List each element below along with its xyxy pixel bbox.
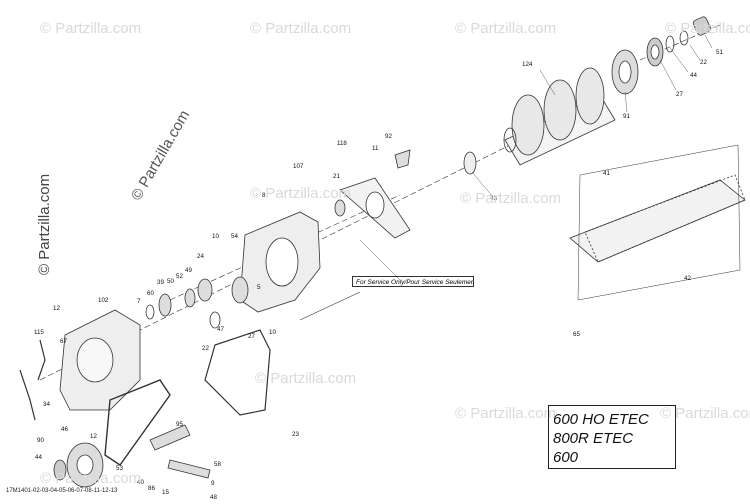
callout-21: 21: [333, 173, 340, 180]
drive-shaft: [503, 67, 616, 166]
callout-22b: 22: [202, 345, 209, 352]
callout-22: 22: [700, 59, 707, 66]
callout-95: 95: [176, 421, 183, 428]
callout-7: 7: [137, 298, 141, 305]
callout-52: 52: [176, 273, 183, 280]
callout-10: 10: [212, 233, 219, 240]
watermark: © Partzilla.com: [255, 370, 357, 387]
callout-27b: 27: [248, 333, 255, 340]
callout-118: 118: [337, 140, 347, 147]
callout-12: 12: [53, 305, 60, 312]
callout-24: 24: [197, 253, 204, 260]
callout-54: 54: [231, 233, 238, 240]
callout-9: 9: [211, 480, 215, 487]
callout-44b: 44: [35, 454, 42, 461]
watermark: © Partzilla.com: [665, 20, 750, 37]
callout-124: 124: [522, 61, 533, 68]
callout-86: 86: [148, 485, 155, 492]
callout-47: 47: [217, 326, 224, 333]
callout-10b: 10: [269, 329, 276, 336]
callout-53: 53: [116, 465, 123, 472]
callout-48: 48: [210, 494, 217, 501]
callout-90: 90: [37, 437, 44, 444]
outer-cover: [59, 309, 141, 411]
callout-44: 44: [690, 72, 697, 79]
callout-23: 23: [292, 431, 299, 438]
callout-34: 34: [43, 401, 50, 408]
callout-65: 65: [573, 331, 580, 338]
callout-107: 107: [293, 163, 304, 170]
callout-102: 102: [98, 297, 109, 304]
watermark: © Partzilla.com: [250, 185, 352, 202]
callout-43: 43: [490, 195, 497, 202]
track-panel: [569, 144, 746, 301]
callout-39: 39: [157, 279, 164, 286]
service-note: For Service Only/Pour Service Seulement: [352, 276, 474, 287]
watermark: © Partzilla.com: [660, 405, 750, 422]
watermark: © Partzilla.com: [460, 190, 562, 207]
callout-27: 27: [676, 91, 683, 98]
callout-50: 50: [167, 278, 174, 285]
callout-58: 58: [214, 461, 221, 468]
callout-41: 41: [603, 170, 610, 177]
chaincase-housing: [239, 211, 321, 313]
watermark-main: © Partzilla.com: [36, 173, 53, 275]
callout-8: 8: [262, 192, 266, 199]
callout-40: 40: [137, 479, 144, 486]
callout-92: 92: [385, 133, 392, 140]
gasket-23: [204, 329, 271, 416]
model-3: 600: [553, 449, 579, 466]
callout-51: 51: [716, 49, 723, 56]
model-1: 600 HO ETEC: [553, 411, 649, 428]
callout-42: 42: [684, 275, 691, 282]
callout-49: 49: [185, 267, 192, 274]
callout-11: 11: [372, 145, 379, 152]
callout-12b: 12: [90, 433, 97, 440]
watermark: © Partzilla.com: [455, 405, 557, 422]
callout-115: 115: [34, 329, 44, 336]
callout-91: 91: [623, 113, 630, 120]
callout-60: 60: [147, 290, 154, 297]
drive-chain: [104, 379, 171, 466]
watermark: © Partzilla.com: [40, 470, 142, 487]
callout-5: 5: [257, 284, 261, 291]
callout-67: 67: [60, 338, 67, 345]
model-list: 600 HO ETEC 800R ETEC 600: [548, 405, 676, 469]
watermark: © Partzilla.com: [40, 20, 142, 37]
watermark: © Partzilla.com: [250, 20, 352, 37]
callout-46: 46: [61, 426, 68, 433]
callout-15: 15: [162, 489, 169, 496]
model-2: 800R ETEC: [553, 430, 634, 447]
diagram-code: 17M1401-02-03-04-05-06-07-08-11-12-13: [6, 488, 118, 494]
watermark: © Partzilla.com: [455, 20, 557, 37]
